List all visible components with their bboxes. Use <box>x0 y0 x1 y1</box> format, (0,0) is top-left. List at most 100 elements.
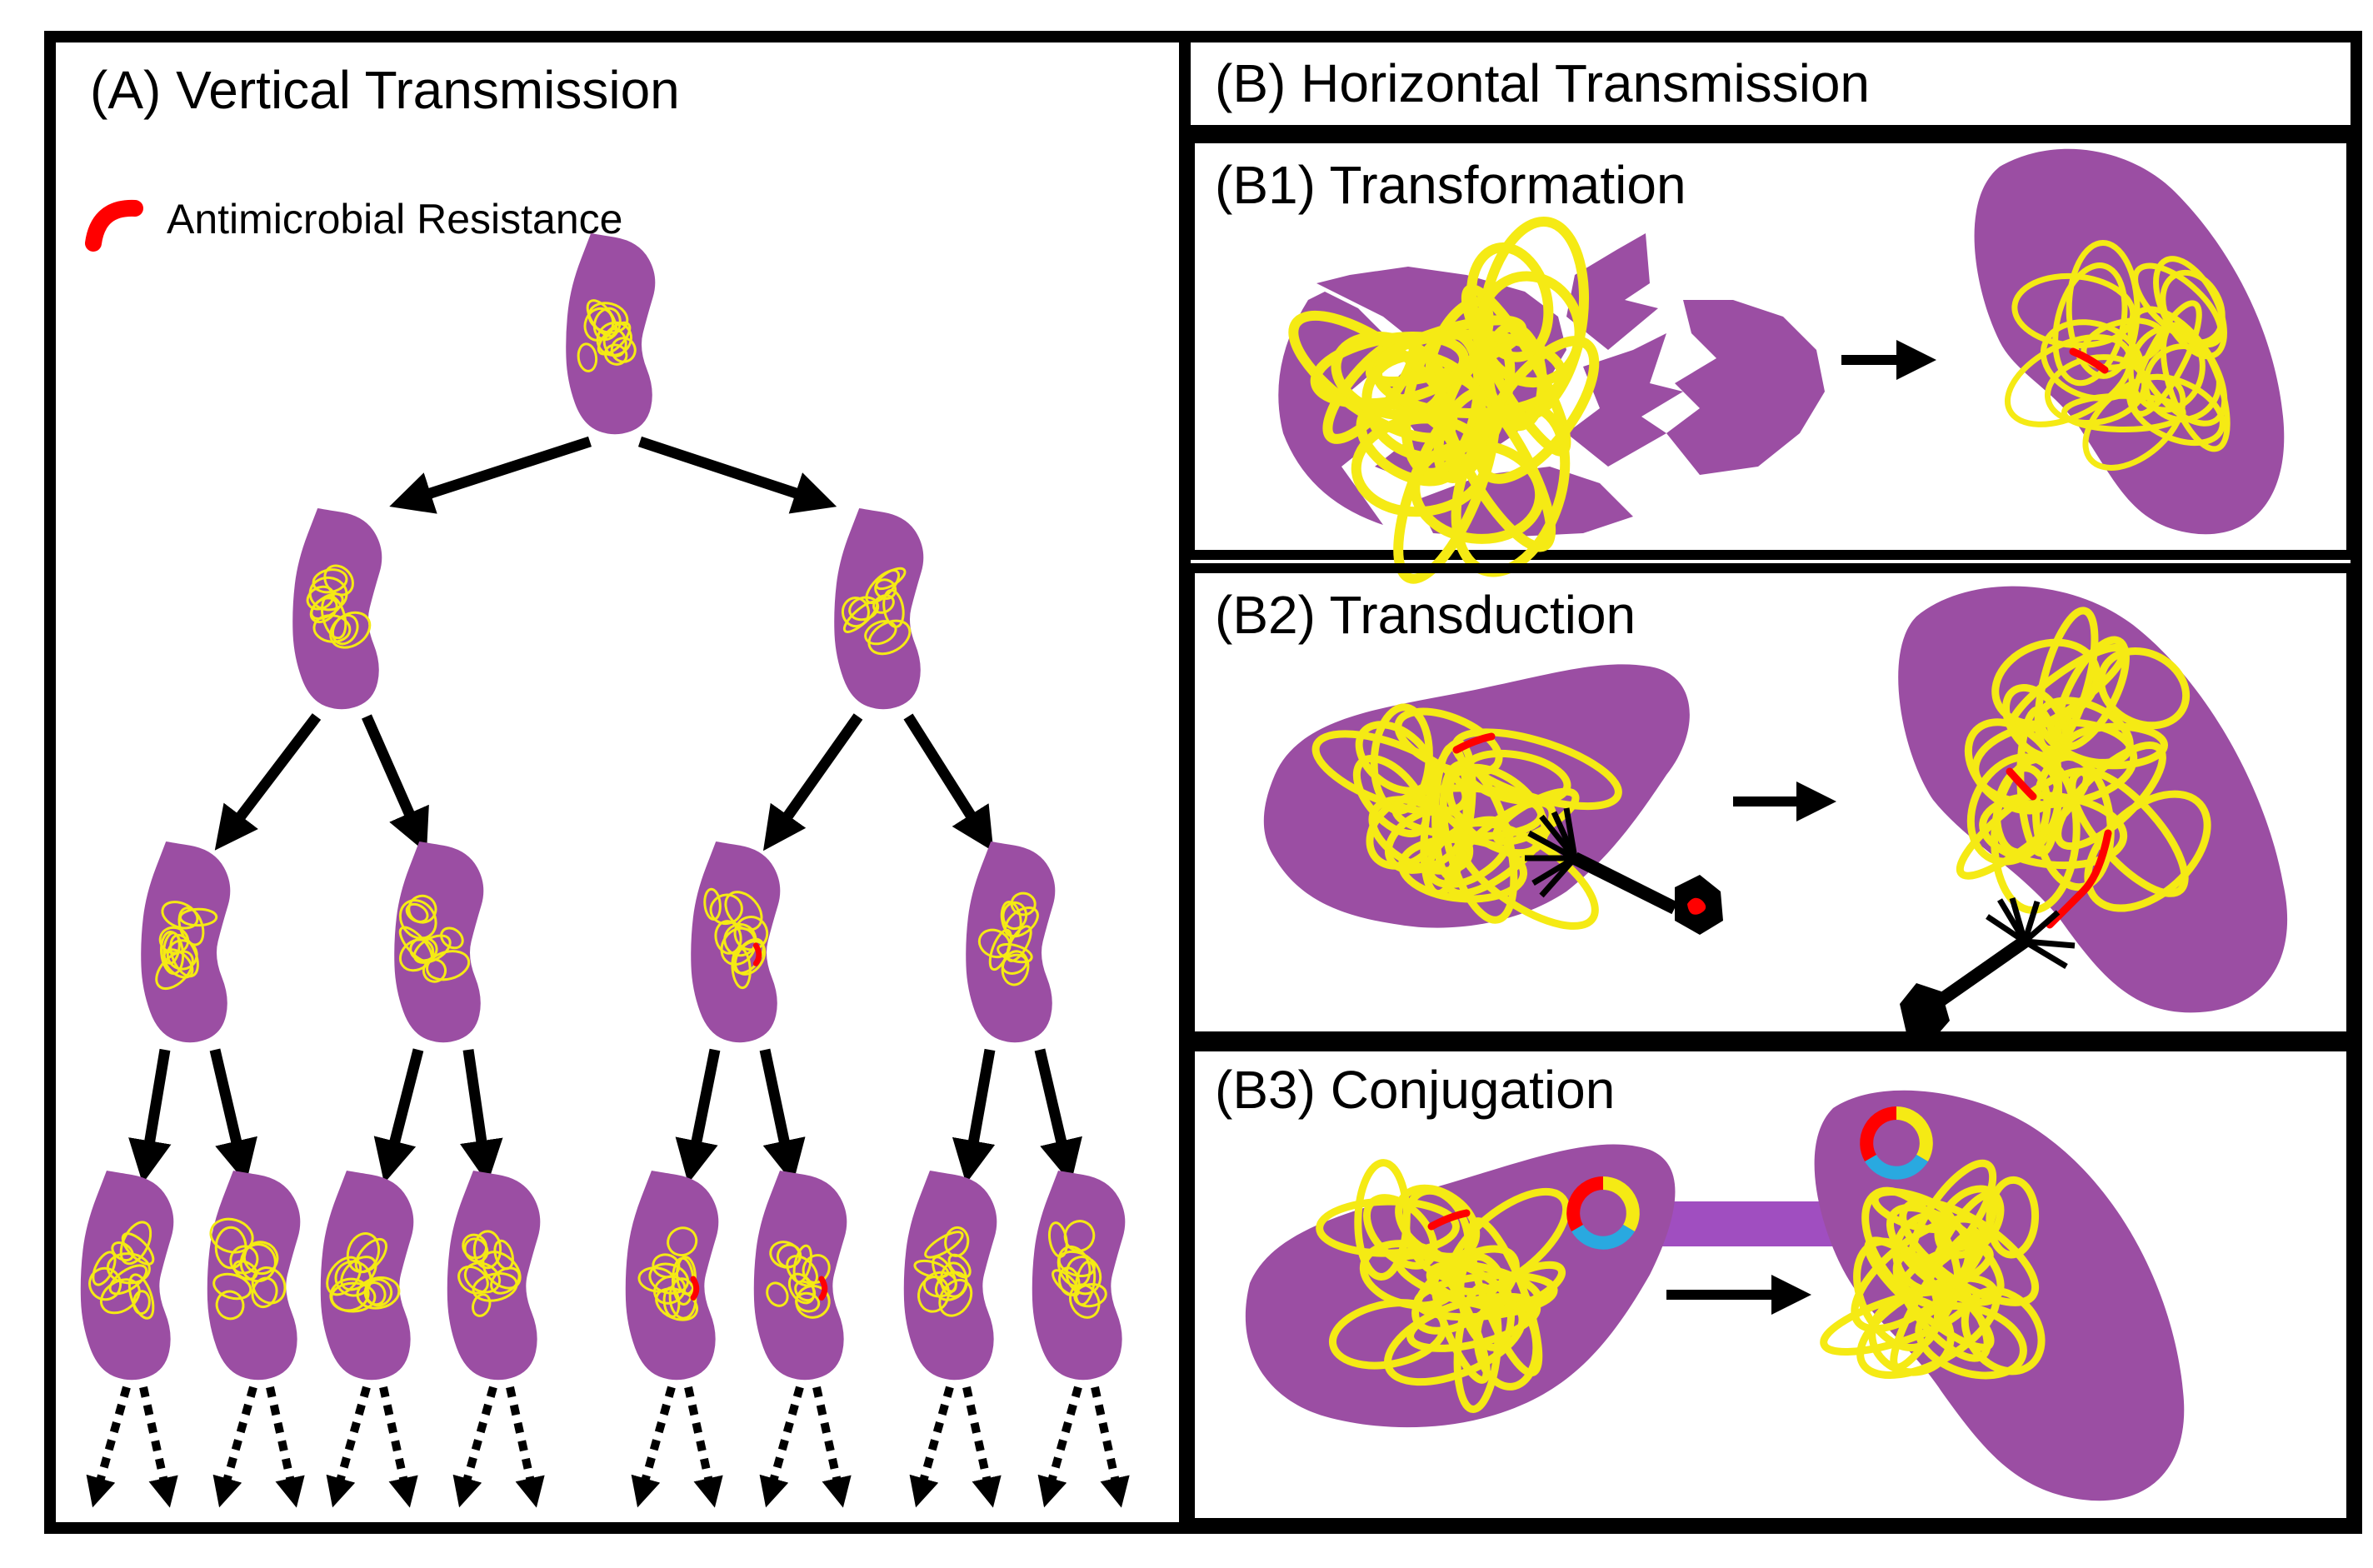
panel-b3: (B3) Conjugation <box>1185 1041 2356 1528</box>
cell-icon <box>320 1171 414 1381</box>
panel-b2: (B2) Transduction <box>1185 563 2356 1041</box>
dna-coil-icon <box>398 894 471 983</box>
dna-loop <box>802 1254 831 1284</box>
dna-loop <box>734 940 767 976</box>
dashed-arrow <box>631 1386 676 1508</box>
resistance-gene-icon <box>818 1276 828 1301</box>
arrow <box>637 436 837 514</box>
dna-loop <box>1361 350 1487 462</box>
dna-loop <box>1328 1299 1448 1370</box>
dna-loop <box>653 1275 687 1305</box>
dna-loop <box>1451 728 1622 811</box>
dna-loop <box>127 1273 155 1320</box>
dna-coil-icon <box>1820 1159 2046 1380</box>
dna-loop <box>875 567 907 591</box>
panel-a: (A) Vertical Transmission Antimicrobial … <box>80 60 1130 1508</box>
dna-loop <box>251 1266 287 1305</box>
bacterium <box>903 1171 997 1381</box>
resistance-legend-icon <box>85 199 143 252</box>
dna-loop <box>1445 763 1549 857</box>
dna-loop <box>913 1259 950 1279</box>
panel-b3-box <box>1185 1041 2356 1528</box>
dna-loop <box>867 619 912 656</box>
dna-loop <box>457 1265 489 1295</box>
resistance-gene-icon <box>2069 347 2109 374</box>
dna-loop <box>795 1291 821 1313</box>
dna-coil-icon <box>1311 703 1622 930</box>
bacterium <box>447 1171 541 1381</box>
arrow <box>389 436 592 514</box>
dna-loop <box>232 1260 258 1281</box>
recipient-cell <box>1814 1090 2185 1501</box>
lysed-cell-fragment <box>1666 300 1825 475</box>
dna-loop <box>947 1253 972 1279</box>
dna-loop <box>108 1264 148 1296</box>
dna-loop <box>356 1276 401 1310</box>
bacterium <box>566 233 656 435</box>
dna-loop <box>1956 767 2091 880</box>
bacterium <box>834 508 924 710</box>
dna-loop <box>1331 331 1448 421</box>
dna-loop <box>766 1281 789 1307</box>
dna-coil-icon <box>2004 240 2231 471</box>
dna-loop <box>1454 819 1599 930</box>
dna-loop <box>106 1252 151 1285</box>
resistance-gene-icon <box>1427 1209 1471 1231</box>
bacterium <box>966 841 1056 1043</box>
transformed-cell <box>1974 148 2285 535</box>
dna-loop <box>648 1262 690 1295</box>
dna-loop <box>1395 1184 1481 1261</box>
dna-loop <box>111 1241 134 1262</box>
dna-coil-icon <box>1820 1159 2046 1380</box>
dna-coil-icon <box>457 1230 522 1317</box>
dna-loop <box>323 564 354 597</box>
dna-coil-icon <box>1956 607 2211 914</box>
dna-loop <box>637 1266 676 1293</box>
dna-loop <box>709 893 743 926</box>
dna-loop <box>162 931 181 965</box>
dna-loop <box>1383 1296 1526 1386</box>
dna-loop <box>2084 790 2211 912</box>
dna-coil-icon <box>1956 607 2211 914</box>
dna-loop <box>99 1278 141 1315</box>
panel-b1-title: (B1) Transformation <box>1215 155 1686 215</box>
dna-loop <box>1892 1211 1973 1295</box>
arrow <box>762 713 863 851</box>
dna-loop <box>1362 1194 1438 1270</box>
donor-cell <box>1245 1144 1676 1428</box>
panel-b1: (B1) Transformation <box>1185 133 2356 584</box>
dna-loop <box>865 569 901 605</box>
bacterium <box>394 841 484 1043</box>
dna-loop <box>214 1226 247 1270</box>
dna-loop <box>667 1226 698 1257</box>
transduced-cell <box>1898 586 2288 1040</box>
dna-loop <box>1393 387 1500 584</box>
dashed-arrow <box>759 1386 804 1508</box>
dna-loop <box>882 589 905 628</box>
dna-loop <box>769 1241 802 1269</box>
lysed-cell-fragment <box>1566 233 1658 350</box>
dna-loop <box>2034 607 2099 753</box>
dna-coil-icon <box>1047 1220 1107 1319</box>
dna-loop <box>212 1272 252 1301</box>
dna-loop <box>363 1278 393 1307</box>
dna-loop <box>1466 242 1554 362</box>
dna-loop <box>334 1260 372 1297</box>
dna-loop <box>472 1272 518 1302</box>
arrow <box>675 1048 721 1184</box>
dna-loop <box>412 934 452 964</box>
dna-loop <box>1002 901 1028 931</box>
cell-icon <box>691 841 781 1043</box>
dna-loop <box>472 1230 502 1270</box>
panel-a-title: (A) Vertical Transmission <box>90 60 680 120</box>
dna-loop <box>841 597 870 628</box>
dna-coil-icon <box>1311 703 1622 930</box>
dna-loop <box>1063 1220 1096 1252</box>
dna-coil-icon <box>2004 240 2231 471</box>
plasmid-icon <box>1566 1176 1640 1250</box>
dna-loop <box>440 926 464 950</box>
arrow <box>373 1048 424 1184</box>
lysed-cell-fragment <box>1278 292 1400 525</box>
dna-loop <box>652 1253 681 1279</box>
